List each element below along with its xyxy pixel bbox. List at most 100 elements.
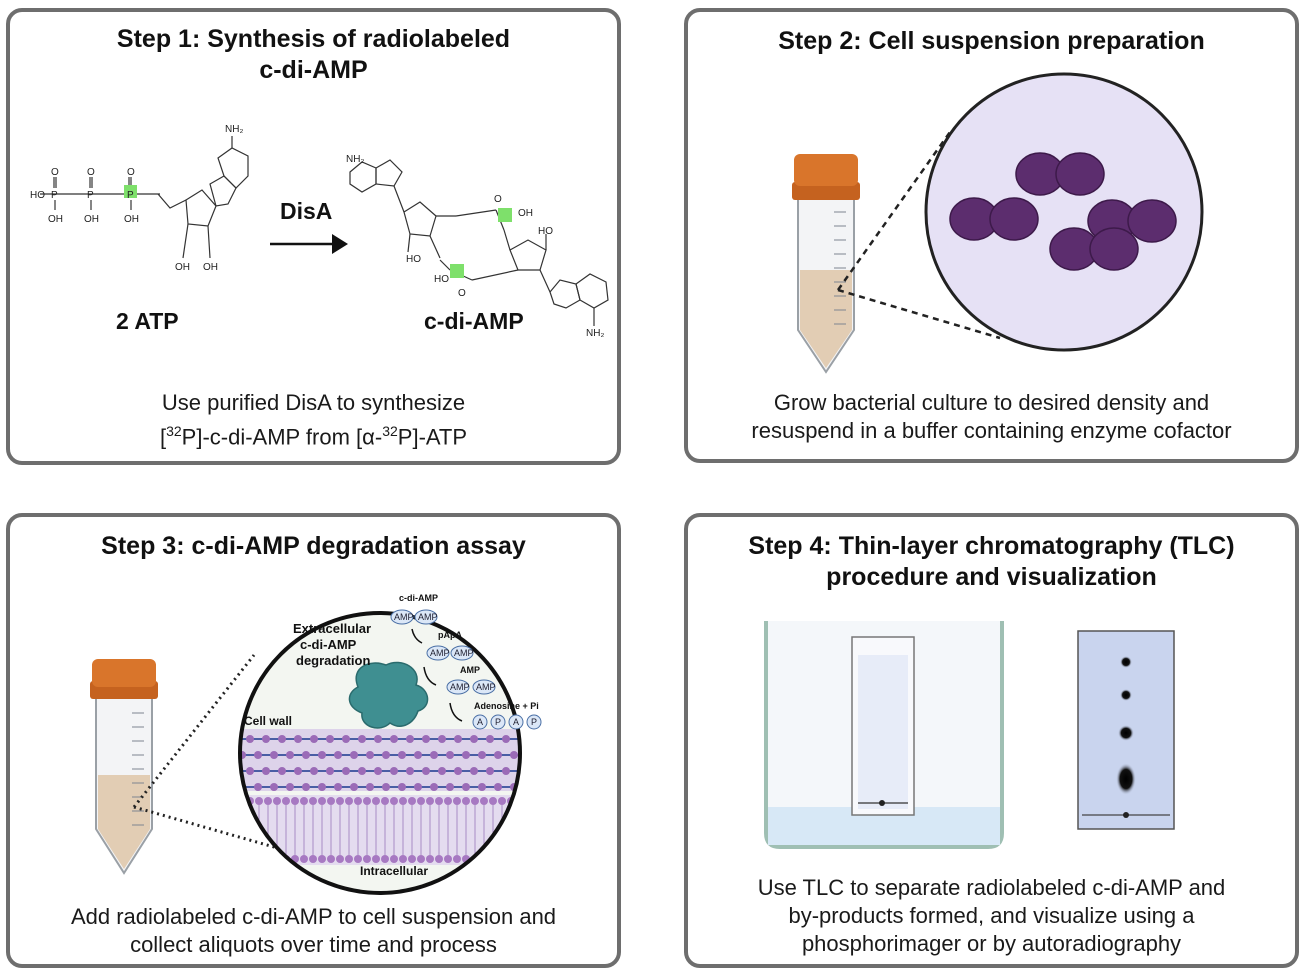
step3-labels: c-di-AMP pApA AMP Adenosine + Pi Extrace… <box>244 593 539 878</box>
label-extracellular-line2: c-di-AMP <box>300 637 357 652</box>
reaction-arrowhead <box>332 234 348 254</box>
atp-alpha-phosphate-highlight <box>124 185 137 198</box>
token-p: P <box>531 717 537 727</box>
token-a: A <box>477 717 483 727</box>
lipid-head <box>399 797 407 805</box>
lipid-head <box>498 855 506 863</box>
peptidoglycan-bead <box>318 751 326 759</box>
atom-label: P <box>51 190 58 201</box>
peptidoglycan-bead <box>310 735 318 743</box>
lipid-head <box>318 797 326 805</box>
atom-label: NH₂ <box>225 124 243 135</box>
atom-label: O <box>494 194 502 205</box>
step4-illustration <box>764 621 1175 849</box>
culture-liquid <box>800 270 852 368</box>
peptidoglycan-bead <box>326 735 334 743</box>
bacterium <box>1089 227 1139 271</box>
lipid-head <box>264 797 272 805</box>
token-a: A <box>513 717 519 727</box>
peptidoglycan-bead <box>454 767 462 775</box>
bacterium <box>1127 199 1177 243</box>
enzyme-blob <box>348 661 429 729</box>
label-intracellular: Intracellular <box>360 864 428 878</box>
peptidoglycan-bead <box>358 767 366 775</box>
lipid-head <box>354 855 362 863</box>
culture-liquid <box>98 775 150 869</box>
peptidoglycan-bead <box>446 783 454 791</box>
peptidoglycan-bead <box>398 783 406 791</box>
lipid-head <box>489 855 497 863</box>
peptidoglycan-bead <box>438 735 446 743</box>
tube-cap <box>92 659 156 687</box>
token-amp: AMP <box>454 648 474 658</box>
peptidoglycan-bead <box>486 735 494 743</box>
lipid-head <box>228 855 236 863</box>
peptidoglycan-bead <box>270 751 278 759</box>
lipid-head <box>327 855 335 863</box>
peptidoglycan-bead <box>278 735 286 743</box>
peptidoglycan-bead <box>398 751 406 759</box>
label-extracellular-line1: Extracellular <box>293 621 371 636</box>
label-amp: AMP <box>460 665 480 675</box>
atom-label: HO <box>406 254 421 265</box>
step4-title-line1: Step 4: Thin-layer chromatography (TLC) <box>748 532 1235 560</box>
lipid-head <box>525 855 533 863</box>
peptidoglycan-bead <box>350 751 358 759</box>
peptidoglycan-bead <box>350 783 358 791</box>
peptidoglycan-bead <box>246 767 254 775</box>
lipid-head <box>525 797 533 805</box>
atp-atom-labels: HO P O OH P O OH P O OH NH₂ OH OH <box>30 124 243 273</box>
peptidoglycan-bead <box>366 783 374 791</box>
peptidoglycan-bead <box>462 783 470 791</box>
cdiamp-structure <box>349 159 609 326</box>
step3-title: Step 3: c-di-AMP degradation assay <box>101 532 526 560</box>
step4-caption-line3: phosphorimager or by autoradiography <box>801 931 1182 956</box>
lipid-head <box>264 855 272 863</box>
peptidoglycan-bead <box>430 783 438 791</box>
step4-caption-line2: by-products formed, and visualize using … <box>788 903 1195 928</box>
lipid-head <box>507 855 515 863</box>
peptidoglycan-bead <box>510 751 518 759</box>
step4-caption-line1: Use TLC to separate radiolabeled c-di-AM… <box>757 875 1226 900</box>
developed-tlc-plate <box>1077 630 1175 830</box>
peptidoglycan-bead <box>390 735 398 743</box>
peptidoglycan-bead <box>374 767 382 775</box>
reactant-label: 2 ATP <box>116 308 179 334</box>
lipid-head <box>516 797 520 805</box>
lipid-head <box>228 797 236 805</box>
lipid-head <box>399 855 407 863</box>
peptidoglycan-bead <box>270 783 278 791</box>
lipid-head <box>435 855 443 863</box>
degradation-pathway: AMP AMP AMP AMP AMP AMP A P A P <box>390 609 542 730</box>
lipid-head <box>417 855 425 863</box>
lipid-head <box>498 797 506 805</box>
lipid-head <box>300 797 308 805</box>
peptidoglycan-bead <box>406 735 414 743</box>
atom-label: OH <box>175 262 190 273</box>
tube-cap-rim <box>792 182 860 200</box>
label-adenosine: Adenosine + Pi <box>474 701 539 711</box>
atom-label: OH <box>84 214 99 225</box>
peptidoglycan-bead <box>262 735 270 743</box>
peptidoglycan-bead <box>334 783 342 791</box>
step4-panel: Step 4: Thin-layer chromatography (TLC) … <box>684 513 1299 968</box>
lipid-head <box>327 797 335 805</box>
bacteria-cluster <box>949 152 1177 271</box>
tlc-spot <box>1116 763 1136 795</box>
step1-title: Step 1: Synthesis of radiolabeled c-di-A… <box>10 24 617 86</box>
peptidoglycan-bead <box>470 767 478 775</box>
lipid-head <box>480 855 488 863</box>
peptidoglycan-bead <box>230 767 238 775</box>
peptidoglycan-bead <box>326 767 334 775</box>
atom-label: P <box>87 190 94 201</box>
peptidoglycan-bead <box>302 751 310 759</box>
lipid-head <box>345 797 353 805</box>
zoom-line-top <box>132 654 256 808</box>
peptidoglycan-bead <box>294 735 302 743</box>
lipid-head <box>417 797 425 805</box>
step1-caption-line2: [32P]-c-di-AMP from [α-32P]-ATP <box>159 423 468 450</box>
atom-label: O <box>87 167 95 178</box>
atom-label: OH <box>518 208 533 219</box>
lipid-head <box>363 797 371 805</box>
lipid-head <box>363 855 371 863</box>
